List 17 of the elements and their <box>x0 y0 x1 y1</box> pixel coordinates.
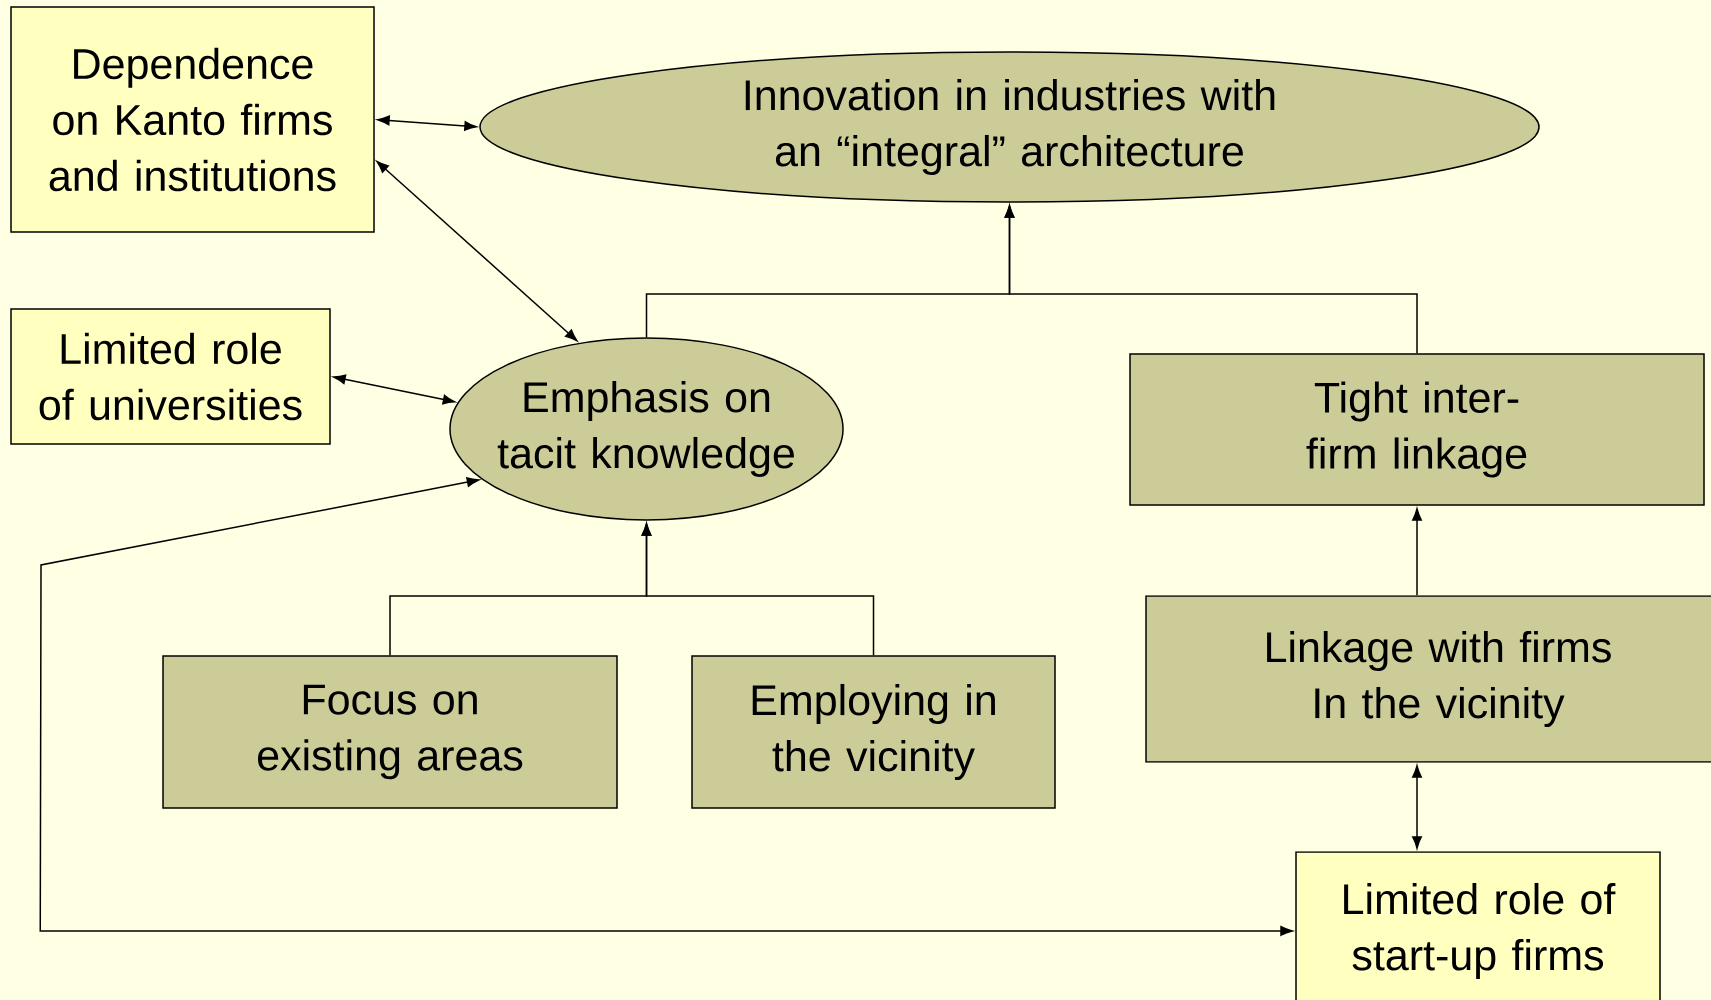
text-box: Linkage with firms In the vicinity <box>1145 595 1711 763</box>
arrow <box>641 523 875 656</box>
text-box: Employing in the vicinity <box>691 655 1056 809</box>
oval-node: Innovation in industries with an “integral” architecture <box>479 51 1540 203</box>
oval-node: Emphasis on tacit knowledge <box>449 337 844 521</box>
arrow <box>376 160 578 342</box>
text-box: Limited role of universities <box>10 308 331 445</box>
text-box: Dependence on Kanto firms and institutions <box>10 6 375 233</box>
text-box: Focus on existing areas <box>162 655 618 809</box>
arrow <box>333 374 456 405</box>
arrow <box>1412 508 1422 596</box>
arrow <box>1004 205 1418 354</box>
arrow <box>39 477 1293 936</box>
arrow <box>377 115 477 131</box>
text-box: Tight inter-firm linkage <box>1129 353 1705 506</box>
arrow <box>1412 765 1422 849</box>
text-box: Limited role of start-up firms <box>1295 851 1661 1000</box>
